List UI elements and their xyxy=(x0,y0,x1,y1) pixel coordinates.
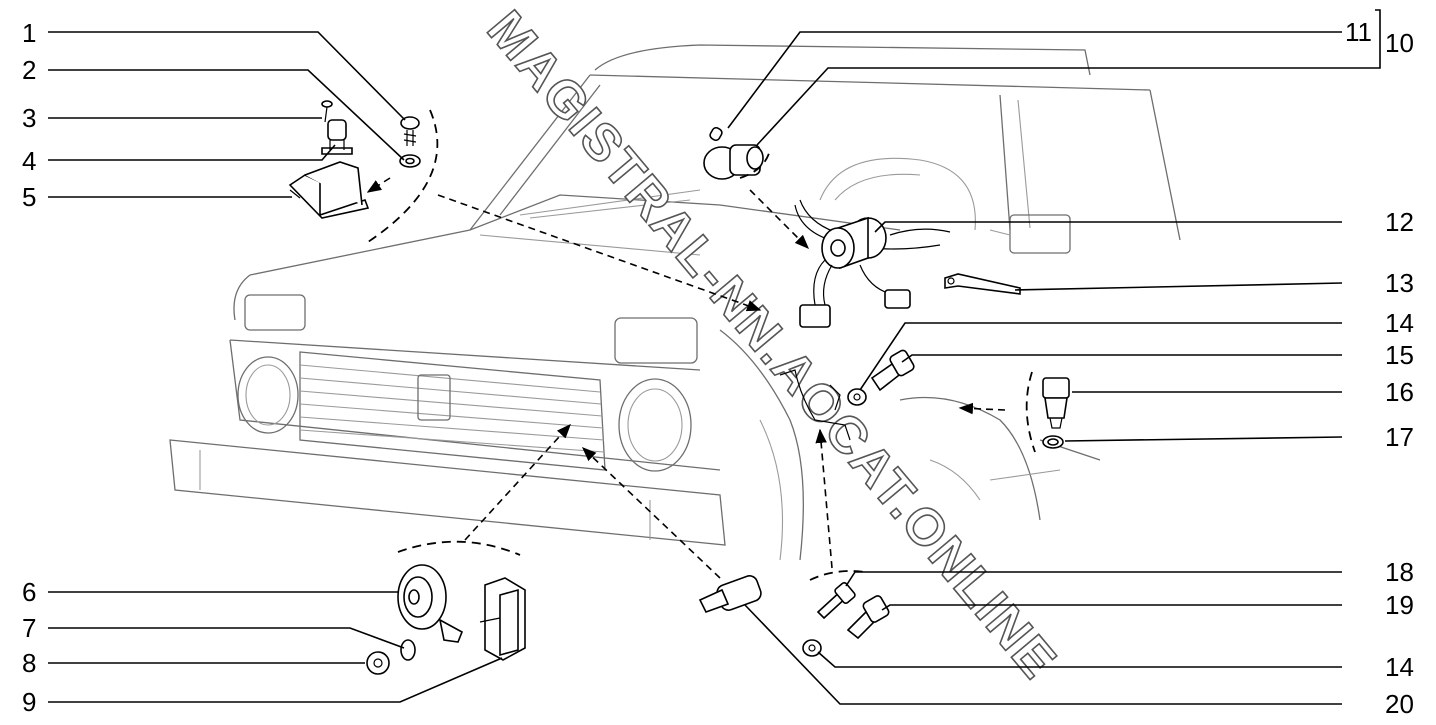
callout-15: 15 xyxy=(1385,340,1414,370)
callout-14b: 14 xyxy=(1385,652,1414,682)
callout-13: 13 xyxy=(1385,268,1414,298)
part-nut-14a xyxy=(847,388,867,406)
callout-18: 18 xyxy=(1385,557,1414,587)
part-key-13 xyxy=(944,273,1021,295)
part-horn-bracket-9 xyxy=(479,577,526,661)
part-bracket-5 xyxy=(288,161,370,219)
part-fender-bracket xyxy=(779,369,851,441)
part-small-screw-3 xyxy=(321,100,333,123)
part-temp-sensor-18 xyxy=(816,582,856,620)
part-sensor-15 xyxy=(870,349,915,392)
callout-5: 5 xyxy=(22,182,36,212)
callout-labels: 1 2 3 4 5 6 7 8 9 10 11 12 13 14 15 16 1… xyxy=(22,17,1414,719)
callout-11: 11 xyxy=(1345,17,1372,47)
part-ignition-switch-12 xyxy=(794,199,951,328)
callout-9: 9 xyxy=(22,687,36,717)
callout-16: 16 xyxy=(1385,377,1414,407)
svg-text:MAGISTRAL-NN.AOCAT.ONLINE: MAGISTRAL-NN.AOCAT.ONLINE xyxy=(476,0,1068,690)
callout-1: 1 xyxy=(22,18,36,48)
callout-17: 17 xyxy=(1385,422,1414,452)
callout-6: 6 xyxy=(22,577,36,607)
part-lamp-socket-10 xyxy=(703,144,764,180)
callout-12: 12 xyxy=(1385,207,1414,237)
callout-4: 4 xyxy=(22,146,36,176)
part-screw-1 xyxy=(400,116,420,146)
dashed-arrows xyxy=(366,177,1006,579)
part-pressure-switch-16 xyxy=(1042,377,1070,429)
part-seal-ring-17 xyxy=(1042,435,1064,449)
callout-3: 3 xyxy=(22,103,36,133)
callout-19: 19 xyxy=(1385,590,1414,620)
car-outline xyxy=(169,44,1181,561)
part-door-switch-4 xyxy=(321,119,353,155)
part-sensor-20 xyxy=(698,575,762,613)
part-nut-14b xyxy=(802,639,822,657)
callout-14a: 14 xyxy=(1385,308,1414,338)
callout-2: 2 xyxy=(22,55,36,85)
leader-lines xyxy=(48,9,1381,705)
part-washer-7 xyxy=(400,639,416,661)
callout-8: 8 xyxy=(22,648,36,678)
part-washer-2 xyxy=(399,154,421,168)
part-sensor-19 xyxy=(846,595,890,640)
callout-7: 7 xyxy=(22,613,36,643)
part-lamp-11 xyxy=(709,126,723,142)
callout-20: 20 xyxy=(1385,689,1414,719)
callout-10: 10 xyxy=(1385,28,1414,58)
watermark: MAGISTRAL-NN.AOCAT.ONLINE xyxy=(475,0,1069,691)
part-nut-8 xyxy=(366,651,390,675)
part-horn-6 xyxy=(397,564,464,643)
